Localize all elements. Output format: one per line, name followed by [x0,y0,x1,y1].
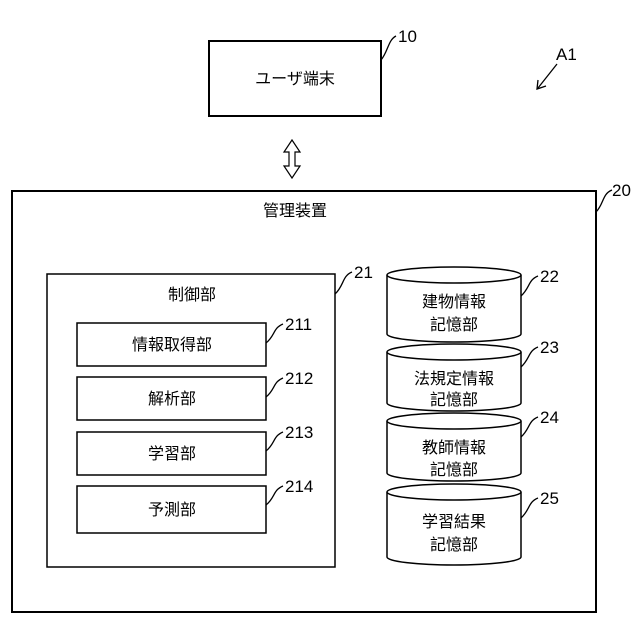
storage-label-line1: 教師情報 [422,438,486,457]
storage-label-line1: 建物情報 [422,292,486,311]
storage-building-info: 建物情報 記憶部 [387,267,521,342]
ref-213: 213 [285,423,313,442]
ref-20: 20 [612,181,631,200]
storage-label-line2: 記憶部 [430,535,478,554]
ref-22: 22 [540,267,559,286]
storage-learning-results: 学習結果 記憶部 [387,484,521,565]
leader-line-10 [381,36,396,60]
leader-line-20 [596,190,612,212]
storage-label-line2: 記憶部 [430,390,478,409]
ref-214: 214 [285,477,313,496]
module-analysis: 解析部 [77,377,266,420]
ref-10: 10 [398,27,417,46]
ref-211: 211 [285,315,312,334]
storage-label-line1: 学習結果 [422,512,486,531]
management-device-label: 管理装置 [263,201,327,220]
module-label: 情報取得部 [132,335,212,354]
user-terminal-label: ユーザ端末 [255,69,335,88]
control-unit-label: 制御部 [168,285,216,304]
user-terminal-block: ユーザ端末 [209,41,381,116]
figure-ref-arrow-icon [537,64,557,89]
ref-24: 24 [540,408,559,427]
ref-21: 21 [354,263,373,282]
storage-teacher-info: 教師情報 記憶部 [387,413,521,481]
module-prediction: 予測部 [77,486,266,533]
storage-label-line2: 記憶部 [430,315,478,334]
module-information-acquisition: 情報取得部 [77,323,266,366]
module-label: 学習部 [148,444,196,463]
bidirectional-arrow-icon [284,140,300,178]
ref-23: 23 [540,338,559,357]
module-label: 予測部 [148,500,196,519]
ref-25: 25 [540,489,559,508]
storage-regulation-info: 法規定情報 記憶部 [387,344,521,411]
ref-212: 212 [285,369,313,388]
storage-label-line2: 記憶部 [430,460,478,479]
module-label: 解析部 [148,389,196,408]
storage-label-line1: 法規定情報 [414,369,494,388]
figure-ref-label: A1 [556,45,577,64]
module-learning: 学習部 [77,432,266,475]
